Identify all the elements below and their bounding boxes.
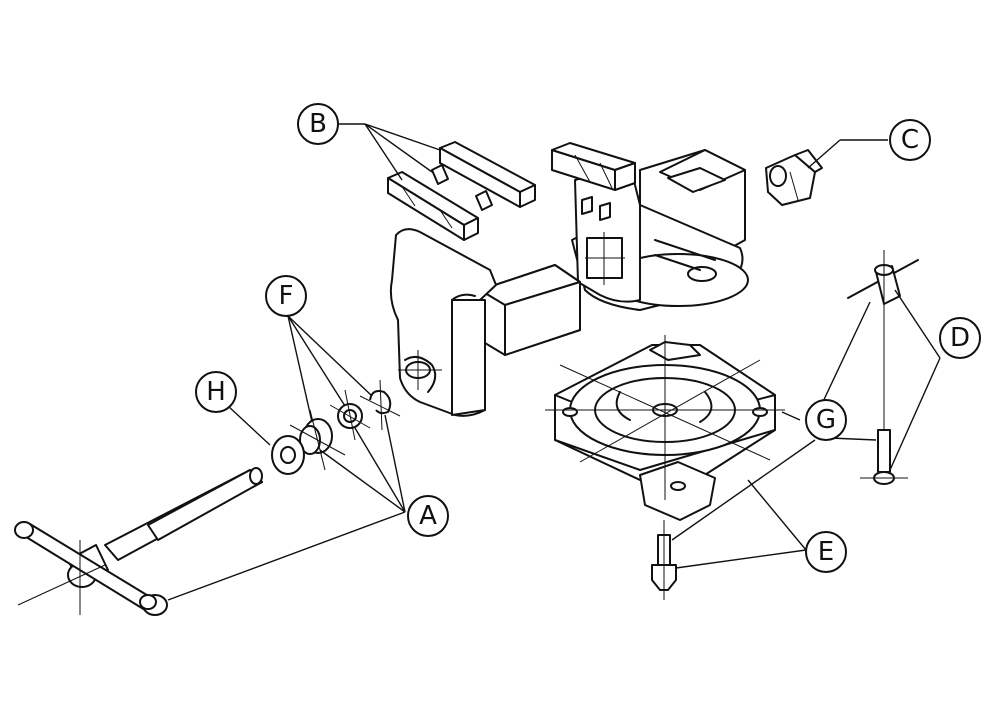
jaw-screws [431, 164, 493, 211]
collar-washer [329, 389, 371, 441]
callout-h: H [195, 371, 237, 413]
svg-text:A: A [419, 501, 437, 531]
vise-front-jaw [389, 228, 581, 417]
svg-text:C: C [901, 125, 919, 155]
callout-f: F [265, 275, 307, 317]
lock-bolt [860, 429, 908, 485]
callout-c: C [889, 119, 931, 161]
svg-text:B: B [309, 109, 327, 139]
swivel-lock-handle [847, 250, 919, 440]
callout-g: G [805, 399, 847, 441]
svg-text:H: H [206, 377, 226, 407]
callout-d: D [939, 317, 981, 359]
callout-a: A [407, 495, 449, 537]
retaining-ring [359, 379, 401, 431]
base-bolt [651, 520, 677, 600]
svg-text:G: G [816, 405, 836, 435]
swivel-base [545, 335, 785, 521]
main-screw [14, 467, 263, 616]
anvil-insert [765, 149, 823, 206]
svg-text:E: E [818, 537, 834, 567]
spring-coil [289, 409, 346, 471]
svg-text:D: D [950, 323, 970, 353]
vise-rear-body [551, 142, 749, 311]
jaw-insert-upper [439, 141, 536, 208]
leader-lines [167, 123, 941, 601]
callout-e: E [805, 531, 847, 573]
callout-b: B [297, 103, 339, 145]
jaw-insert-lower [387, 171, 479, 241]
washer-h [271, 435, 305, 475]
svg-text:F: F [279, 281, 294, 311]
